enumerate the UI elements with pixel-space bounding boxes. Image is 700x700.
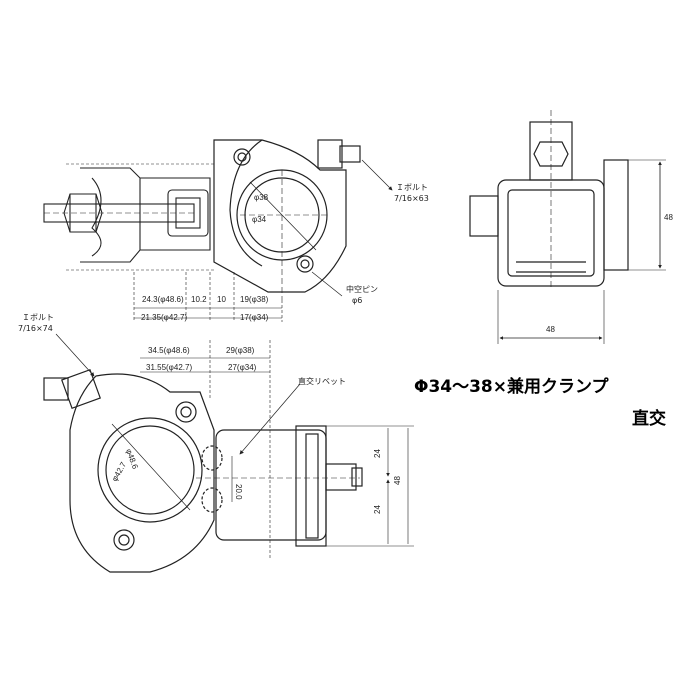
- bottom-h1-label: 24: [373, 449, 382, 458]
- middle-dimension-lines: [140, 340, 271, 560]
- top-left-view: [43, 163, 216, 271]
- left-bolt-size: 7/16×74: [18, 324, 53, 333]
- top-dim-2: 10.2: [191, 295, 207, 304]
- top-dim-6: 17(φ34): [240, 313, 269, 322]
- top-bolt-size: 7/16×63: [394, 194, 429, 203]
- bottom-total-label: 48: [393, 476, 402, 485]
- mid-dim-2: 29(φ38): [226, 346, 255, 355]
- product-subtitle: 直交: [632, 409, 666, 429]
- mid-dim-4: 27(φ34): [228, 363, 257, 372]
- top-bolt-label: Ｉボルト: [396, 183, 428, 192]
- top-dim-5: 21.35(φ42.7): [141, 313, 187, 322]
- bottom-h2-label: 24: [373, 505, 382, 514]
- rivet-label: 直交リベット: [298, 376, 346, 386]
- bottom-gap-label: 20.0: [234, 484, 243, 500]
- bottom-right-view: [196, 425, 363, 547]
- bottom-right-dimensions: [231, 383, 414, 547]
- bottom-circle-inner-label: φ42.7: [110, 460, 128, 483]
- top-dim-3: 10: [217, 295, 226, 304]
- side-view: [469, 110, 629, 290]
- product-title: Φ34～38×兼用クランプ: [414, 377, 609, 397]
- top-dim-4: 19(φ38): [240, 295, 269, 304]
- pin-label: 中空ピン: [346, 284, 378, 294]
- top-circle-outer-label: φ38: [254, 193, 269, 202]
- mid-dim-3: 31.55(φ42.7): [146, 363, 192, 372]
- side-height-label: 48: [664, 213, 673, 222]
- top-dim-1: 24.3(φ48.6): [142, 295, 184, 304]
- side-width-label: 48: [546, 325, 555, 334]
- top-circle-inner-label: φ34: [252, 215, 267, 224]
- top-right-view: [213, 139, 393, 300]
- side-view-dimensions: [497, 159, 666, 344]
- pin-size: φ6: [352, 296, 362, 305]
- left-bolt-label: Ｉボルト: [22, 313, 54, 322]
- bottom-left-view: [43, 369, 215, 573]
- mid-dim-1: 34.5(φ48.6): [148, 346, 190, 355]
- top-dimension-lines: [133, 272, 283, 322]
